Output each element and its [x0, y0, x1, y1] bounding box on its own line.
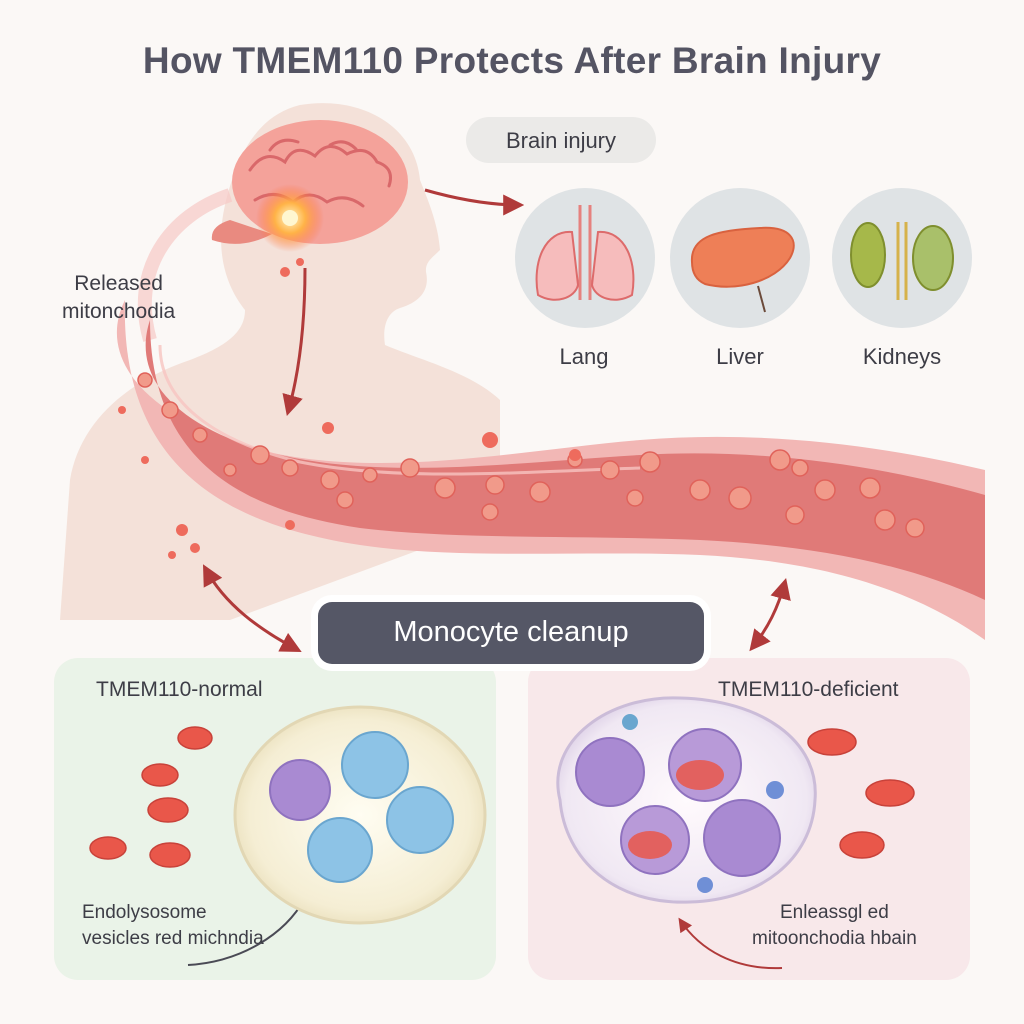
normal-caption-line-1: Endolysosome: [82, 902, 207, 923]
brain-injury-label: Brain injury: [505, 128, 617, 153]
curve-band: [137, 188, 233, 342]
lung-icon: [515, 188, 655, 328]
released-line-1: Released: [74, 272, 163, 295]
page-title: How TMEM110 Protects After Brain Injury: [142, 40, 882, 81]
deficient-panel-caption: Enleassgl ed mitoonchodia hbain: [752, 900, 917, 952]
blood-vessel: [116, 300, 985, 640]
arrow-right-cycle: [749, 577, 791, 652]
kidneys-icon: [832, 188, 972, 328]
liver-icon: [670, 188, 810, 328]
brain-icon: [211, 120, 408, 252]
arrow-left-cycle: [203, 564, 302, 652]
arrow-to-organs: [424, 188, 525, 216]
deficient-panel-title: TMEM110-deficient: [718, 678, 899, 701]
organ-label-lung: Lang: [559, 344, 609, 369]
normal-mitochondria: [89, 726, 213, 868]
normal-panel-title: TMEM110-normal: [96, 678, 263, 701]
arrow-normal: [187, 895, 307, 966]
released-mitochondria-label: Released mitonchodia: [62, 270, 175, 326]
organ-label-liver: Liver: [716, 344, 764, 369]
released-line-2: mitonchodia: [62, 300, 176, 323]
arrow-to-vessel: [282, 267, 307, 417]
vessel-mitochondria: [137, 372, 925, 538]
brain-injury-pill: [466, 117, 656, 163]
deficient-monocyte: [556, 696, 817, 904]
normal-caption-line-2: vesicles red michndia: [82, 928, 264, 949]
deficient-caption-line-1: Enleassgl ed: [780, 902, 889, 923]
normal-monocyte: [233, 705, 487, 925]
arrow-deficient: [678, 917, 783, 970]
deficient-caption-line-2: mitoonchodia hbain: [752, 928, 917, 949]
deficient-mitochondria: [807, 728, 915, 859]
monocyte-cleanup-label: Monocyte cleanup: [393, 616, 629, 648]
normal-panel-caption: Endolysosome vesicles red michndia: [82, 900, 264, 952]
organ-label-kidneys: Kidneys: [862, 344, 942, 369]
free-mitochondria: [118, 258, 581, 559]
monocyte-cleanup-pill: [318, 602, 704, 664]
